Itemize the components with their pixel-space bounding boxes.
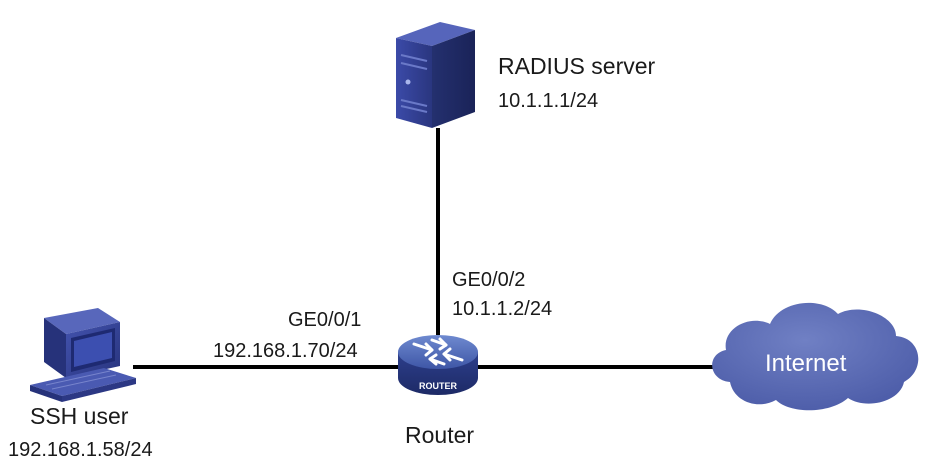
router-port-left-ip: 192.168.1.70/24 xyxy=(213,340,358,362)
server-icon xyxy=(396,22,475,128)
router-port-up: GE0/0/2 xyxy=(452,269,526,291)
router-port-left: GE0/0/1 xyxy=(288,309,362,331)
radius-server-name: RADIUS server xyxy=(498,53,656,79)
router-icon: ROUTER xyxy=(398,335,478,395)
cloud-icon xyxy=(712,302,919,411)
router-badge: ROUTER xyxy=(419,381,458,391)
radius-server-ip: 10.1.1.1/24 xyxy=(498,90,599,112)
router-name: Router xyxy=(405,422,475,448)
pc-icon xyxy=(30,308,136,402)
internet-label: Internet xyxy=(765,350,847,377)
ssh-user-name: SSH user xyxy=(30,403,129,429)
router-port-up-ip: 10.1.1.2/24 xyxy=(452,298,553,320)
ssh-user-ip: 192.168.1.58/24 xyxy=(8,439,153,461)
